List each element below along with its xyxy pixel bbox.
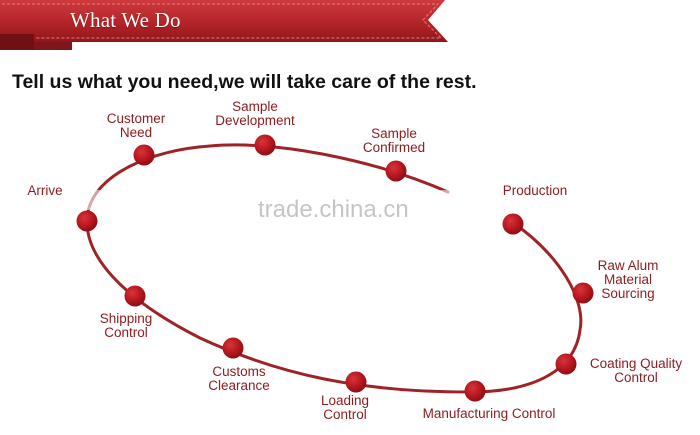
- ribbon-body: [0, 0, 448, 42]
- process-step-label-line: Sample: [371, 126, 417, 141]
- tagline: Tell us what you need,we will take care …: [12, 71, 477, 93]
- process-step-node: [133, 144, 155, 166]
- process-step-label: Production: [503, 183, 568, 198]
- process-step-node: [345, 371, 367, 393]
- process-step-label-line: Material: [604, 272, 652, 287]
- process-step-label-line: Manufacturing Control: [423, 406, 556, 421]
- process-step-node: [76, 210, 98, 232]
- process-step-label-line: Development: [215, 113, 295, 128]
- process-step-label-line: Control: [614, 370, 658, 385]
- header-ribbon: [0, 0, 448, 50]
- process-step-label-line: Production: [503, 183, 568, 198]
- ribbon-fold: [0, 34, 34, 50]
- process-step-label: Manufacturing Control: [423, 406, 556, 421]
- process-step-label-line: Customer: [107, 111, 166, 126]
- process-step-label-line: Sample: [232, 99, 278, 114]
- page-title: What We Do: [70, 8, 181, 32]
- process-step-label-line: Loading: [321, 393, 369, 408]
- process-step-label-line: Control: [323, 407, 367, 422]
- process-step-node: [254, 134, 276, 156]
- process-step-label: Arrive: [27, 183, 62, 198]
- process-step-label-line: Control: [104, 325, 148, 340]
- process-step-node: [555, 353, 577, 375]
- process-step-node: [222, 337, 244, 359]
- process-step-label-line: Coating Quality: [590, 356, 683, 371]
- process-step-label-line: Raw Alum: [598, 258, 659, 273]
- process-step-label-line: Sourcing: [601, 286, 654, 301]
- process-step-node: [464, 380, 486, 402]
- process-step-label-line: Shipping: [100, 311, 153, 326]
- process-step-node: [124, 285, 146, 307]
- process-step-node: [502, 213, 524, 235]
- watermark-band-left: [15, 190, 100, 210]
- process-step-node: [385, 160, 407, 182]
- process-step-label-line: Arrive: [27, 183, 62, 198]
- ribbon-stitch: [2, 3, 443, 39]
- watermark-band-right: [440, 190, 580, 208]
- watermark: trade.china.cn: [258, 196, 409, 223]
- process-step-label-line: Clearance: [208, 378, 270, 393]
- process-step-label-line: Customs: [212, 364, 266, 379]
- process-step-label-line: Need: [120, 125, 152, 140]
- process-step-label-line: Confirmed: [363, 140, 425, 155]
- process-step-node: [572, 282, 594, 304]
- cycle-path: [85, 143, 583, 394]
